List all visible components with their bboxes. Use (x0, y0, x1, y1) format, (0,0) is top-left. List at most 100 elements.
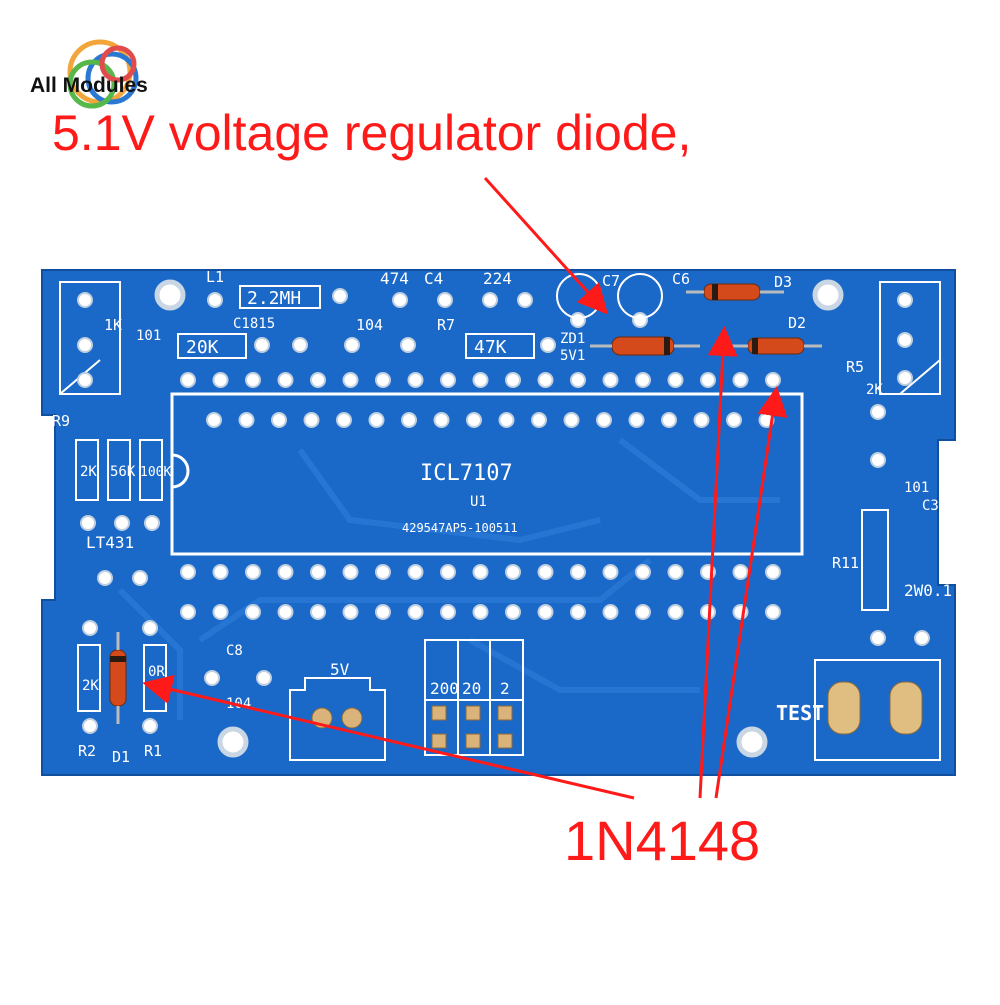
solder-pad (765, 564, 781, 580)
solder-pad (765, 604, 781, 620)
silk-r1: R1 (144, 742, 162, 760)
part-label: 1N4148 (564, 809, 761, 872)
silk-c4: C4 (424, 269, 443, 288)
solder-pad (440, 604, 456, 620)
solder-pad (667, 604, 684, 620)
solder-pad (207, 292, 223, 308)
solder-pad (570, 372, 586, 388)
silk-2w01: 2W0.1 (904, 581, 952, 600)
silk-r0r: 0R (148, 664, 165, 680)
silk-r5-value: 2K (866, 382, 883, 398)
silk-c8: C8 (226, 643, 243, 659)
silk-5v: 5V (330, 660, 350, 679)
solder-pad (667, 372, 684, 388)
silk-c6: C6 (672, 270, 690, 288)
silk-r2k: 2K (80, 464, 97, 480)
silk-d1: D1 (112, 748, 130, 766)
solder-pad (693, 412, 710, 428)
silk-c101-right: 101 (904, 480, 929, 496)
solder-pad (344, 337, 360, 353)
solder-pad (632, 312, 648, 328)
solder-pad (870, 404, 886, 420)
solder-pad (277, 372, 294, 388)
solder-pad (277, 564, 294, 580)
solder-pad (897, 332, 913, 348)
ic-outline (170, 392, 804, 556)
solder-pad (570, 564, 586, 580)
solder-pad (628, 412, 645, 428)
solder-pad (870, 452, 886, 468)
silk-d2: D2 (788, 314, 806, 332)
silk-d3: D3 (774, 273, 792, 291)
diode-d3 (686, 283, 784, 301)
silk-c474: 474 (380, 269, 409, 288)
solder-pad (505, 604, 521, 620)
solder-pad (602, 564, 619, 580)
solder-pad (80, 515, 96, 531)
solder-pad (437, 292, 453, 308)
solder-pads (77, 288, 930, 734)
solder-pad (292, 337, 308, 353)
solder-pad (563, 412, 580, 428)
solder-pad (897, 370, 913, 386)
silk-zd1: ZD1 (560, 331, 585, 347)
solder-pad (505, 372, 521, 388)
brand-name: All Modules (30, 74, 148, 97)
solder-pad (440, 564, 456, 580)
silk-r1k: 1K (104, 316, 122, 334)
solder-pad (245, 604, 261, 620)
power-connector (289, 677, 386, 761)
solder-pad (77, 337, 93, 353)
solder-pad (142, 718, 158, 734)
ic-name: ICL7107 (420, 461, 513, 486)
silk-r5: R5 (846, 358, 864, 376)
solder-pad (537, 604, 554, 620)
solder-pad (700, 372, 716, 388)
silk-inductor: 2.2MH (247, 288, 301, 309)
solder-pad (602, 604, 619, 620)
annotation-arrows (142, 176, 788, 800)
silk-5v1: 5V1 (560, 348, 585, 364)
ic-code: 429547AP5-100511 (402, 521, 518, 535)
solder-pad (870, 630, 886, 646)
solder-pad (77, 372, 93, 388)
silk-c7: C7 (602, 272, 620, 290)
mounting-holes (154, 279, 844, 758)
pcb-traces (117, 437, 780, 720)
solder-pad (635, 564, 651, 580)
silk-r100k: 100K (140, 465, 171, 480)
solder-pad (466, 412, 482, 428)
solder-pad (375, 564, 391, 580)
solder-pad (180, 564, 196, 580)
solder-pad (336, 412, 352, 428)
solder-pad (310, 372, 326, 388)
headline: 5.1V voltage regulator diode, (52, 105, 692, 161)
solder-pad (472, 372, 489, 388)
silk-l1: L1 (206, 268, 224, 286)
solder-pad (726, 412, 742, 428)
solder-pad (667, 564, 684, 580)
diode-d2 (730, 337, 822, 355)
silk-c1815: C1815 (233, 316, 275, 332)
solder-pad (570, 604, 586, 620)
solder-pad (407, 604, 424, 620)
solder-pad (407, 372, 424, 388)
solder-pad (433, 412, 450, 428)
range-selector-block (424, 639, 524, 756)
brand-logo (67, 39, 139, 109)
solder-pad (897, 292, 913, 308)
solder-pad (97, 570, 113, 586)
solder-pad (342, 604, 359, 620)
silk-r47k: 47K (474, 337, 507, 358)
solder-pad (482, 292, 498, 308)
solder-pad (540, 337, 556, 353)
solder-pad (77, 292, 93, 308)
range-pads (431, 705, 513, 749)
solder-pad (180, 604, 196, 620)
silk-r2k-bottom: 2K (82, 678, 99, 694)
solder-pad (212, 564, 229, 580)
solder-pad (505, 564, 521, 580)
silk-range-2: 2 (500, 679, 510, 698)
solder-pad (472, 604, 489, 620)
